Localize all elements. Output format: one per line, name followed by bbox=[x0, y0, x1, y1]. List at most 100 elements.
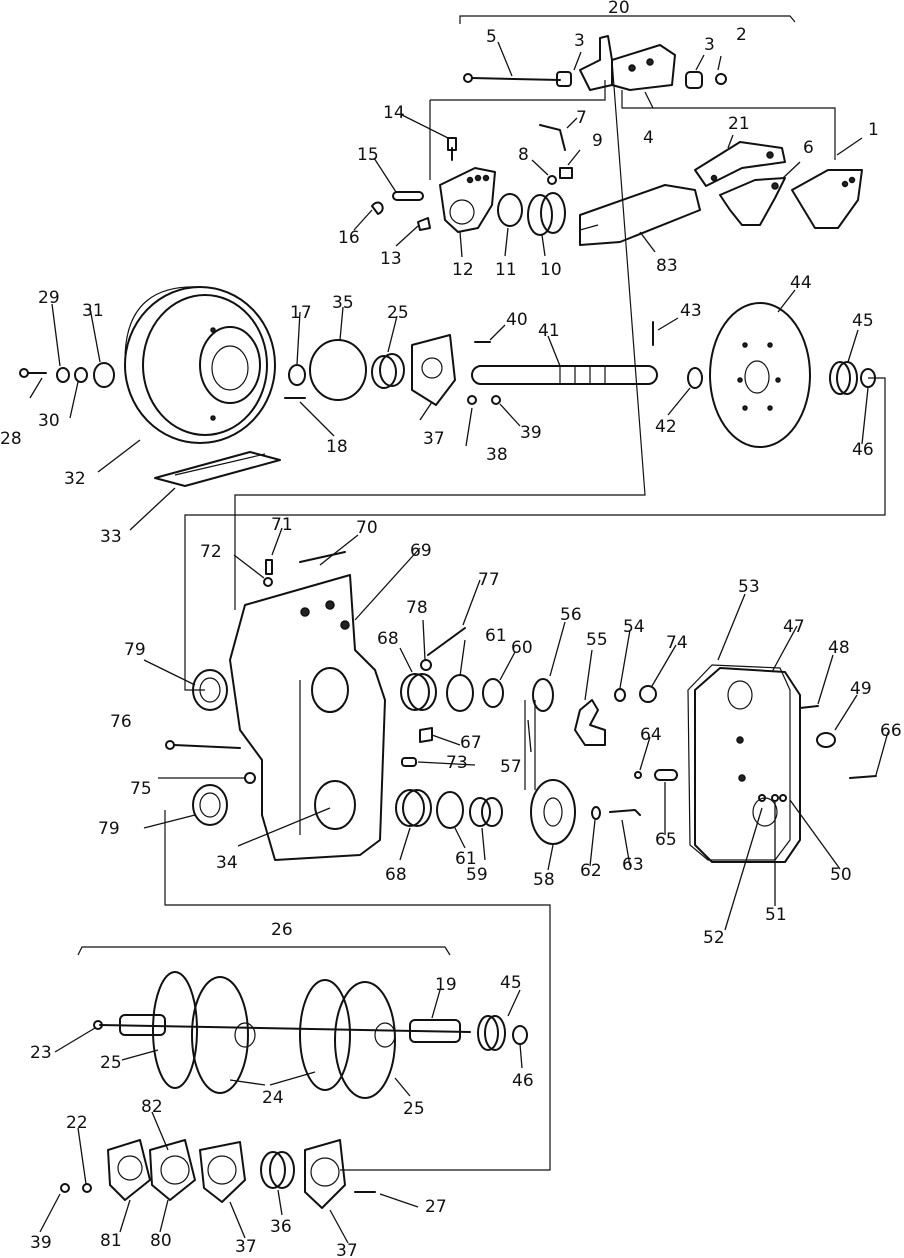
label-part-61-b: 61 bbox=[455, 849, 477, 869]
label-part-78: 78 bbox=[406, 598, 428, 618]
label-part-20: 20 bbox=[608, 0, 630, 18]
label-part-79-b: 79 bbox=[98, 819, 120, 839]
label-part-29: 29 bbox=[38, 288, 60, 308]
part-3-bushing-right bbox=[685, 71, 703, 89]
part-10-bushing bbox=[527, 192, 566, 236]
label-part-25-a: 25 bbox=[387, 303, 409, 323]
label-part-46-b: 46 bbox=[512, 1071, 534, 1091]
part-66-bolt bbox=[849, 775, 877, 779]
part-39-nut bbox=[491, 395, 501, 405]
part-78-nut bbox=[420, 659, 432, 671]
part-73-pin bbox=[401, 757, 417, 767]
part-61-spacer-upper bbox=[446, 674, 474, 712]
label-part-65: 65 bbox=[655, 830, 677, 850]
part-23-plug bbox=[93, 1020, 103, 1030]
label-part-38: 38 bbox=[486, 445, 508, 465]
part-7-pin bbox=[539, 124, 566, 151]
part-83-channel bbox=[579, 184, 701, 246]
label-part-72: 72 bbox=[200, 542, 222, 562]
label-part-45-a: 45 bbox=[852, 311, 874, 331]
label-part-4: 4 bbox=[643, 128, 654, 148]
part-75-nut bbox=[244, 772, 256, 784]
part-22-washer bbox=[82, 1183, 92, 1193]
part-31-spacer bbox=[93, 362, 115, 388]
part-56-sprocket bbox=[532, 678, 554, 712]
label-part-52: 52 bbox=[703, 928, 725, 948]
part-65-spring bbox=[654, 769, 678, 781]
part-71-bolt bbox=[265, 559, 273, 575]
label-part-25-c: 25 bbox=[403, 1099, 425, 1119]
part-67-plug bbox=[419, 727, 433, 743]
label-part-46-a: 46 bbox=[852, 440, 874, 460]
part-17-washer bbox=[288, 364, 306, 386]
label-part-27: 27 bbox=[425, 1197, 447, 1217]
part-37-flange-bottom-right bbox=[304, 1139, 346, 1209]
label-part-80: 80 bbox=[150, 1231, 172, 1251]
part-41-shaft bbox=[471, 365, 658, 385]
part-61-spacer-lower bbox=[436, 791, 464, 829]
part-51-washer bbox=[771, 794, 779, 802]
part-38-nut bbox=[467, 395, 477, 405]
label-part-39-b: 39 bbox=[30, 1233, 52, 1253]
group-20-bracket bbox=[459, 15, 796, 24]
label-part-58: 58 bbox=[533, 870, 555, 890]
label-part-28: 28 bbox=[0, 429, 22, 449]
label-part-55: 55 bbox=[586, 630, 608, 650]
label-part-81: 81 bbox=[100, 1231, 122, 1251]
label-part-14: 14 bbox=[383, 103, 405, 123]
part-55-tensioner bbox=[574, 699, 606, 746]
label-part-63: 63 bbox=[622, 855, 644, 875]
label-part-23: 23 bbox=[30, 1043, 52, 1063]
label-part-25-b: 25 bbox=[100, 1053, 122, 1073]
assembly-line-top-left bbox=[430, 80, 606, 101]
label-part-37-c: 37 bbox=[336, 1241, 358, 1258]
group-26-bracket bbox=[77, 946, 451, 956]
part-62-washer bbox=[591, 806, 601, 820]
part-64-ball bbox=[634, 771, 642, 779]
label-part-48: 48 bbox=[828, 638, 850, 658]
part-11-ring bbox=[497, 193, 523, 227]
part-54-washer bbox=[614, 688, 626, 702]
part-13-nut bbox=[417, 217, 431, 231]
part-60-washer bbox=[482, 678, 504, 708]
label-part-3-b: 3 bbox=[704, 35, 715, 55]
label-part-19: 19 bbox=[435, 975, 457, 995]
label-part-71: 71 bbox=[271, 515, 293, 535]
label-part-49: 49 bbox=[850, 679, 872, 699]
label-part-39-a: 39 bbox=[520, 423, 542, 443]
leader-lines bbox=[29, 41, 889, 1244]
part-28-bolt bbox=[19, 368, 47, 378]
label-part-5: 5 bbox=[486, 27, 497, 47]
assembly-line-top-right bbox=[621, 90, 836, 160]
label-part-44: 44 bbox=[790, 273, 812, 293]
label-part-1: 1 bbox=[868, 120, 879, 140]
label-part-33: 33 bbox=[100, 527, 122, 547]
label-part-62: 62 bbox=[580, 861, 602, 881]
assembly-line-right-loop bbox=[184, 377, 886, 691]
part-63-screw bbox=[609, 809, 641, 816]
part-48-bolt bbox=[799, 705, 819, 709]
label-part-54: 54 bbox=[623, 617, 645, 637]
label-part-53: 53 bbox=[738, 577, 760, 597]
label-part-13: 13 bbox=[380, 249, 402, 269]
part-12-housing bbox=[439, 167, 496, 233]
label-part-3-a: 3 bbox=[574, 31, 585, 51]
part-14-fitting bbox=[447, 137, 457, 161]
label-part-30: 30 bbox=[38, 411, 60, 431]
label-part-32: 32 bbox=[64, 469, 86, 489]
part-57-chain bbox=[524, 700, 536, 790]
part-79-seal-upper bbox=[192, 669, 228, 711]
part-8-ball bbox=[547, 175, 557, 185]
label-part-35: 35 bbox=[332, 293, 354, 313]
part-53-gasket bbox=[687, 664, 791, 861]
label-part-56: 56 bbox=[560, 605, 582, 625]
label-part-74: 74 bbox=[666, 633, 688, 653]
label-part-37-a: 37 bbox=[423, 429, 445, 449]
part-68-bearing-lower bbox=[395, 789, 432, 827]
part-2-nut bbox=[715, 73, 727, 85]
part-46-ring bbox=[860, 368, 876, 388]
label-part-82: 82 bbox=[141, 1097, 163, 1117]
label-part-10: 10 bbox=[540, 260, 562, 280]
